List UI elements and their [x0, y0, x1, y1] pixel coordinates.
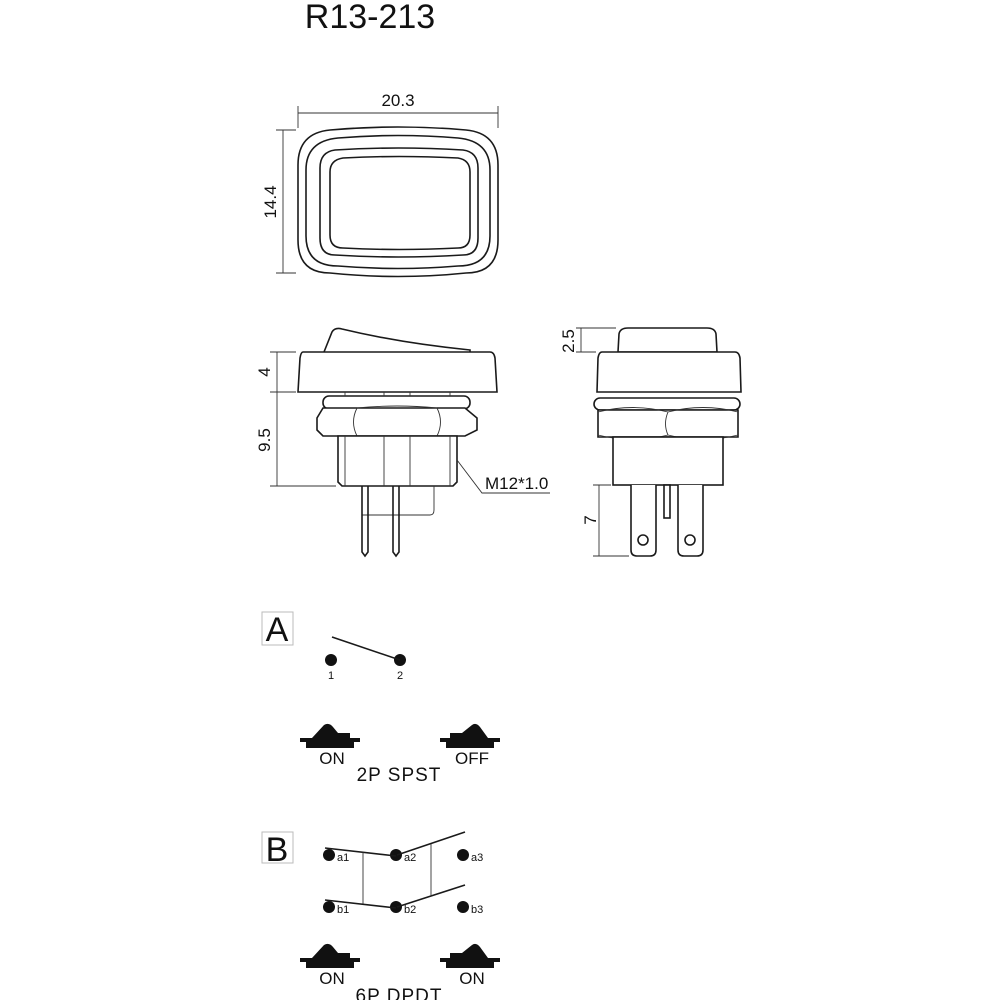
drawing-title: R13-213: [305, 0, 435, 36]
thread-label: M12*1.0: [485, 474, 548, 493]
bezel-dimension: 4: [255, 367, 274, 376]
diagram-b-letter: B: [266, 831, 289, 869]
width-dimension: 20.3: [381, 91, 414, 110]
state-on-left-label: ON: [319, 969, 345, 988]
contact-b2-label: b2: [404, 904, 416, 916]
terminal-length-dimension: 7: [581, 515, 600, 524]
rocker-off-icon: [440, 723, 500, 748]
rocker-on-icon: [300, 723, 360, 748]
height-dimension: 14.4: [261, 185, 280, 218]
state-on-label: ON: [319, 749, 345, 768]
diagram-a: A 1 2 ON OFF 2P SPST: [261, 611, 500, 786]
diagram-a-type: 2P SPST: [357, 765, 442, 786]
contact-2-label: 2: [397, 670, 403, 682]
rocker-height-dimension: 2.5: [559, 329, 578, 353]
contact-b3-label: b3: [471, 904, 483, 916]
contact-b1-label: b1: [337, 904, 349, 916]
side-view: 4 9.5 M12*1.0: [255, 327, 550, 558]
contact-a1-label: a1: [337, 852, 349, 864]
contact-a2-label: a2: [404, 852, 416, 864]
end-view: 2.5 7: [559, 327, 742, 557]
rocker-on-right-icon: [440, 943, 500, 968]
diagram-b: B a1 a2 a3 b1 b2 b3 ON ON 6P DPDT: [261, 831, 500, 1000]
body-dimension: 9.5: [255, 428, 274, 452]
diagram-b-type: 6P DPDT: [356, 986, 443, 1000]
state-on-right-label: ON: [459, 969, 485, 988]
top-view: 20.3 14.4: [261, 91, 499, 278]
contact-1-label: 1: [328, 670, 334, 682]
contact-a3-label: a3: [471, 852, 483, 864]
state-off-label: OFF: [455, 749, 489, 768]
diagram-a-letter: A: [266, 611, 289, 649]
rocker-on-left-icon: [300, 943, 360, 968]
